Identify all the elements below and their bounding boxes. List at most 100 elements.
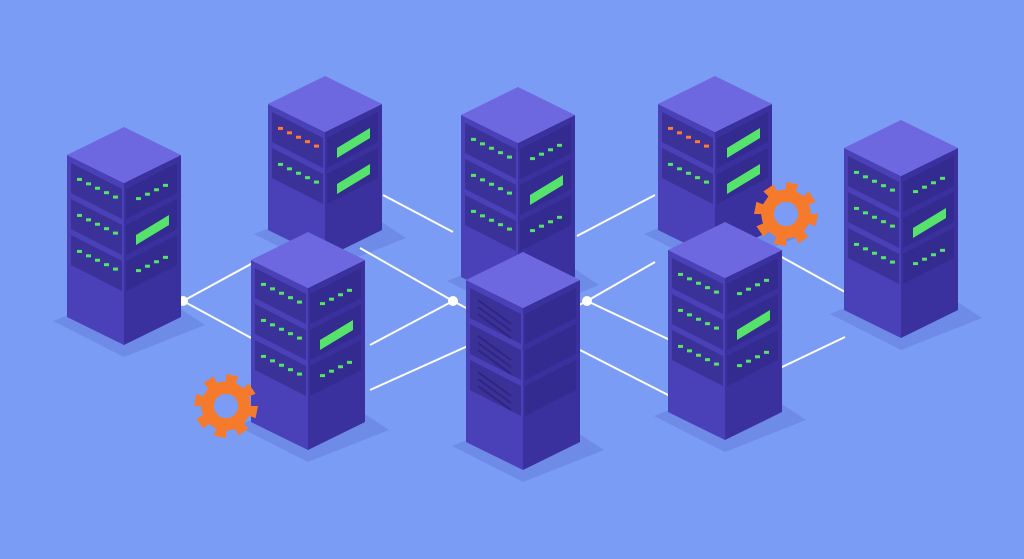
status-led: [863, 211, 868, 215]
network-node-icon: [582, 296, 592, 306]
rack-top: [466, 252, 580, 308]
rack-unit-left: [465, 195, 516, 251]
status-led: [854, 242, 859, 246]
rack-unit-left: [662, 112, 713, 168]
network-wire: [359, 247, 454, 302]
status-led: [678, 308, 683, 312]
port-led: [154, 188, 159, 192]
vent-slot: [477, 349, 512, 375]
rack-right-face: [901, 148, 958, 338]
port-led: [940, 176, 945, 180]
status-led: [881, 220, 886, 224]
status-led: [863, 247, 868, 251]
port-led: [136, 269, 141, 273]
vent-slot: [477, 306, 512, 332]
network-wire: [579, 349, 673, 398]
port-led: [746, 359, 751, 363]
port-led: [329, 297, 334, 301]
network-wire: [369, 300, 454, 346]
status-led: [507, 227, 512, 231]
status-led: [95, 186, 100, 190]
status-led: [104, 263, 109, 267]
port-led: [913, 190, 918, 194]
status-led: [104, 191, 109, 195]
status-led: [279, 363, 284, 367]
port-led: [931, 181, 936, 185]
status-led: [314, 180, 319, 184]
port-led: [338, 293, 343, 297]
rack-top: [251, 232, 365, 288]
rack-unit-right: [126, 235, 177, 291]
port-led: [931, 253, 936, 257]
status-led: [261, 318, 266, 322]
status-led: [270, 323, 275, 327]
port-led: [320, 374, 325, 378]
port-led: [922, 185, 927, 189]
status-led: [696, 317, 701, 321]
port-led: [136, 197, 141, 201]
status-led: [686, 135, 691, 139]
status-led: [480, 178, 485, 182]
server-rack-icon: [668, 222, 782, 440]
status-led: [687, 313, 692, 317]
gear-icon: [194, 374, 258, 438]
status-led: [696, 353, 701, 357]
rack-right-face: [725, 250, 782, 440]
rack-unit-left: [272, 112, 323, 168]
status-led: [278, 162, 283, 166]
status-led: [480, 142, 485, 146]
status-led: [471, 209, 476, 213]
port-led: [347, 288, 352, 292]
status-led: [668, 162, 673, 166]
rack-right-face: [124, 155, 181, 345]
status-led: [686, 171, 691, 175]
status-led: [77, 249, 82, 253]
status-led: [261, 282, 266, 286]
port-led: [320, 302, 325, 306]
rack-unit-right: [903, 156, 954, 212]
server-rack-icon: [844, 120, 958, 338]
rack-top: [67, 127, 181, 183]
status-led: [287, 167, 292, 171]
server-rack-icon: [658, 76, 772, 258]
status-led: [705, 286, 710, 290]
port-led: [737, 364, 742, 368]
rack-unit-left: [662, 148, 713, 204]
status-led: [854, 170, 859, 174]
status-led: [668, 126, 673, 130]
server-rack-icon: [251, 232, 365, 450]
rack-unit-left: [465, 159, 516, 215]
status-led: [287, 131, 292, 135]
status-led: [489, 218, 494, 222]
rack-unit-right: [727, 258, 778, 314]
status-led: [270, 359, 275, 363]
status-led: [890, 260, 895, 264]
status-led: [705, 322, 710, 326]
status-led: [279, 291, 284, 295]
rack-unit-left: [255, 340, 306, 396]
rack-unit-right: [525, 324, 576, 380]
status-led: [872, 251, 877, 255]
gear-icon: [754, 182, 818, 246]
rack-unit-left: [848, 228, 899, 284]
rack-unit-right: [903, 228, 954, 284]
port-led: [940, 248, 945, 252]
status-led: [677, 131, 682, 135]
status-led: [881, 184, 886, 188]
rack-unit-left: [71, 163, 122, 219]
status-led: [890, 224, 895, 228]
lcd-screen: [727, 164, 760, 194]
status-led: [704, 144, 709, 148]
status-led: [498, 223, 503, 227]
port-led: [548, 148, 553, 152]
lcd-screen: [737, 310, 770, 340]
vent-slot: [477, 342, 512, 368]
status-led: [507, 155, 512, 159]
status-led: [677, 167, 682, 171]
lcd-screen: [530, 175, 563, 205]
status-led: [77, 177, 82, 181]
status-led: [278, 126, 283, 130]
port-led: [922, 257, 927, 261]
rack-unit-right: [727, 330, 778, 386]
network-wire: [576, 194, 656, 237]
